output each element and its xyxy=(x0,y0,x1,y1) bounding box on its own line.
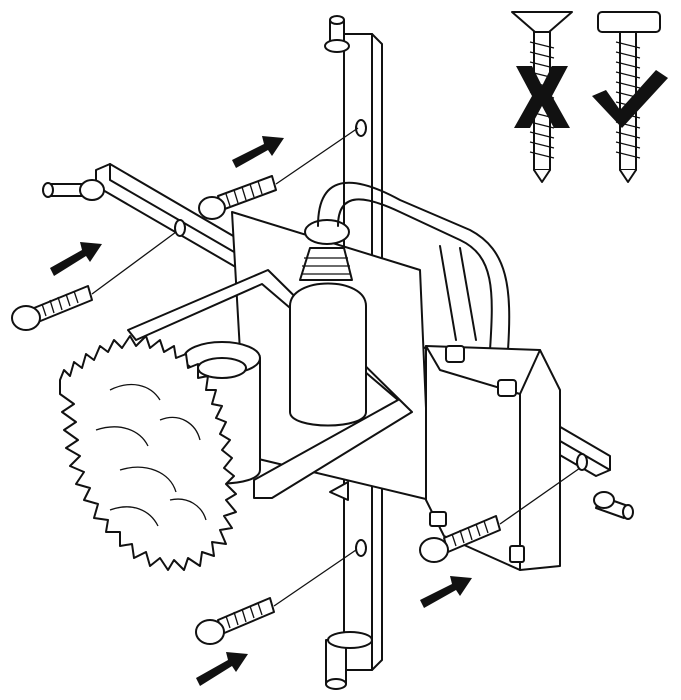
check-mark-icon xyxy=(592,70,668,128)
guide-lines xyxy=(91,127,581,607)
pan-head-screw-icon xyxy=(597,11,661,183)
screw-legend xyxy=(511,11,668,183)
screw-top xyxy=(198,175,277,220)
arrow-icon xyxy=(50,136,472,686)
cross-mark-icon xyxy=(514,66,570,128)
screw-bottom-left xyxy=(195,597,275,645)
screw-bottom-right xyxy=(419,515,501,563)
screw-left xyxy=(11,285,93,331)
feather-shade xyxy=(59,335,237,571)
junction-box xyxy=(425,345,561,571)
arc-arm xyxy=(317,181,511,351)
